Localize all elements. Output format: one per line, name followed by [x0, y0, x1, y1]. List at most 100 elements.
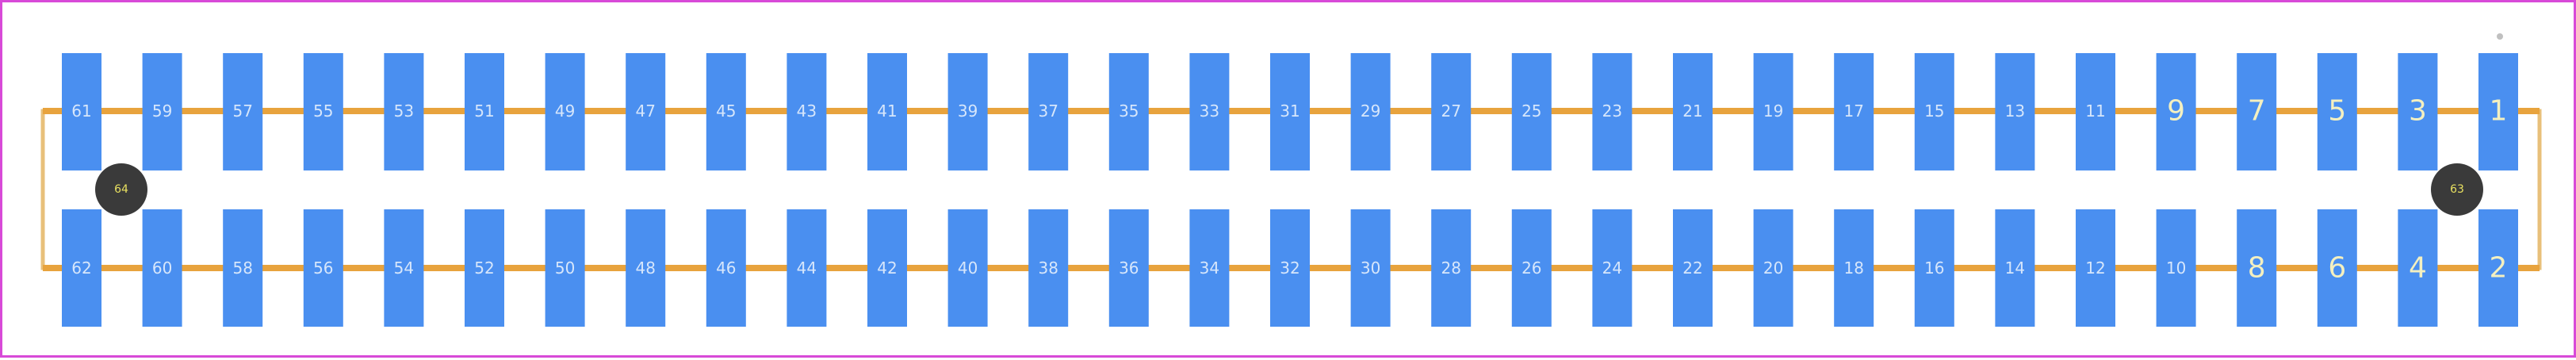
pad-44[interactable] — [787, 209, 827, 327]
pad-16[interactable] — [1914, 209, 1954, 327]
pad-35[interactable] — [1108, 53, 1149, 170]
pad-53[interactable] — [384, 53, 424, 170]
mount-hole-label-64: 64 — [114, 183, 128, 196]
pad-label-11: 11 — [2085, 101, 2105, 121]
pad-label-4: 4 — [2409, 252, 2427, 285]
pad-27[interactable] — [1431, 53, 1472, 170]
pad-6[interactable] — [2317, 209, 2357, 327]
pad-13[interactable] — [1995, 53, 2035, 170]
pad-57[interactable] — [223, 53, 263, 170]
pad-10[interactable] — [2156, 209, 2196, 327]
pad-label-59: 59 — [152, 101, 172, 121]
pad-18[interactable] — [1834, 209, 1874, 327]
pad-label-32: 32 — [1280, 259, 1299, 278]
pad-59[interactable] — [142, 53, 182, 170]
pad-5[interactable] — [2317, 53, 2357, 170]
pad-label-48: 48 — [635, 259, 655, 278]
pad-14[interactable] — [1995, 209, 2035, 327]
pad-19[interactable] — [1753, 53, 1793, 170]
pad-label-21: 21 — [1682, 101, 1702, 121]
pad-62[interactable] — [62, 209, 101, 327]
pad-15[interactable] — [1914, 53, 1954, 170]
pad-label-22: 22 — [1682, 259, 1702, 278]
pad-8[interactable] — [2237, 209, 2277, 327]
pad-label-38: 38 — [1038, 259, 1058, 278]
pad-37[interactable] — [1028, 53, 1069, 170]
pad-label-14: 14 — [2005, 259, 2025, 278]
pad-32[interactable] — [1270, 209, 1310, 327]
pad-label-50: 50 — [555, 259, 575, 278]
pad-20[interactable] — [1753, 209, 1793, 327]
pad-label-25: 25 — [1521, 101, 1541, 121]
pad-label-56: 56 — [313, 259, 333, 278]
pad-label-55: 55 — [313, 101, 333, 121]
pad-61[interactable] — [62, 53, 101, 170]
pad-label-17: 17 — [1843, 101, 1863, 121]
mount-hole-63[interactable] — [2431, 163, 2483, 216]
pad-12[interactable] — [2076, 209, 2115, 327]
pad-50[interactable] — [545, 209, 585, 327]
pad-1[interactable] — [2478, 53, 2518, 170]
pad-28[interactable] — [1431, 209, 1472, 327]
pad-45[interactable] — [706, 53, 746, 170]
pad-29[interactable] — [1350, 53, 1391, 170]
pad-43[interactable] — [787, 53, 827, 170]
pad-39[interactable] — [947, 53, 988, 170]
pad-38[interactable] — [1028, 209, 1069, 327]
pad-51[interactable] — [465, 53, 504, 170]
pad-label-9: 9 — [2167, 95, 2185, 128]
pad-label-16: 16 — [1924, 259, 1944, 278]
pad-49[interactable] — [545, 53, 585, 170]
pad-30[interactable] — [1350, 209, 1391, 327]
pad-9[interactable] — [2156, 53, 2196, 170]
pad-55[interactable] — [303, 53, 343, 170]
pad-4[interactable] — [2398, 209, 2438, 327]
pad-33[interactable] — [1189, 53, 1230, 170]
pad-56[interactable] — [303, 209, 343, 327]
pad-48[interactable] — [626, 209, 666, 327]
pad-34[interactable] — [1189, 209, 1230, 327]
pad-label-39: 39 — [958, 101, 978, 121]
pad-label-3: 3 — [2409, 95, 2427, 128]
pad-7[interactable] — [2237, 53, 2277, 170]
pad-label-51: 51 — [474, 101, 494, 121]
pad-54[interactable] — [384, 209, 424, 327]
mount-hole-64[interactable] — [95, 163, 147, 216]
pad-label-10: 10 — [2166, 259, 2186, 278]
pad-label-53: 53 — [394, 101, 414, 121]
pad-24[interactable] — [1592, 209, 1632, 327]
pad-46[interactable] — [706, 209, 746, 327]
pad-42[interactable] — [867, 209, 907, 327]
pad-label-46: 46 — [716, 259, 736, 278]
pad-52[interactable] — [465, 209, 504, 327]
pad-label-5: 5 — [2328, 95, 2346, 128]
pad-47[interactable] — [626, 53, 666, 170]
pad-layer — [62, 53, 2518, 327]
pad-41[interactable] — [867, 53, 907, 170]
pad-11[interactable] — [2076, 53, 2115, 170]
pad-31[interactable] — [1270, 53, 1310, 170]
pad-25[interactable] — [1511, 53, 1552, 170]
pad-label-45: 45 — [716, 101, 736, 121]
pad-label-12: 12 — [2085, 259, 2105, 278]
pad-label-27: 27 — [1441, 101, 1460, 121]
pad-label-49: 49 — [555, 101, 575, 121]
pad-3[interactable] — [2398, 53, 2438, 170]
pad-26[interactable] — [1511, 209, 1552, 327]
pad-40[interactable] — [947, 209, 988, 327]
pad-label-40: 40 — [958, 259, 978, 278]
pad-21[interactable] — [1673, 53, 1713, 170]
pad-23[interactable] — [1592, 53, 1632, 170]
pad-label-41: 41 — [877, 101, 897, 121]
pad-60[interactable] — [142, 209, 182, 327]
pad-22[interactable] — [1673, 209, 1713, 327]
pad-36[interactable] — [1108, 209, 1149, 327]
pad-label-8: 8 — [2248, 252, 2266, 285]
pad-label-37: 37 — [1038, 101, 1058, 121]
pad-58[interactable] — [223, 209, 263, 327]
pad-2[interactable] — [2478, 209, 2518, 327]
pad-17[interactable] — [1834, 53, 1874, 170]
